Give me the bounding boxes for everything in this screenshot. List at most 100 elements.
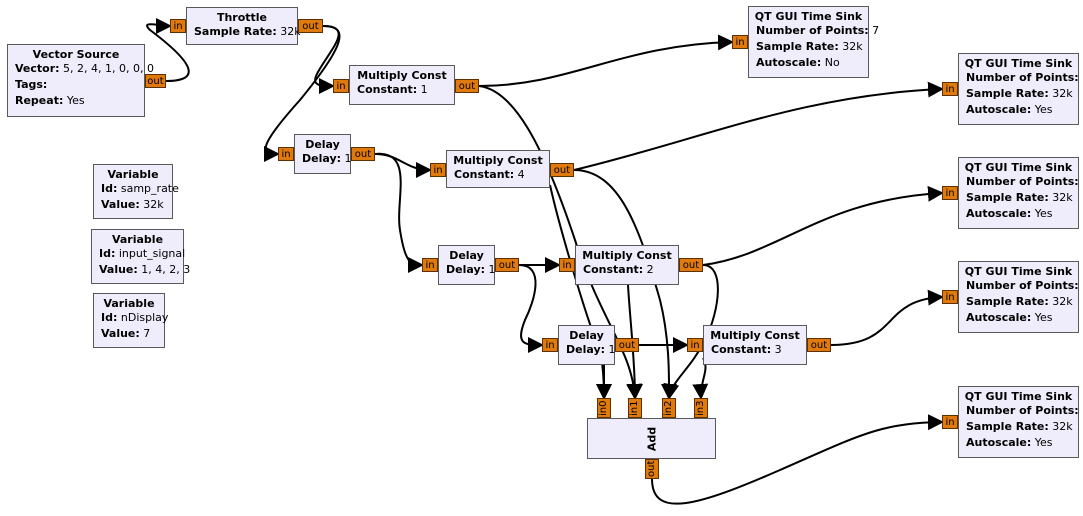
param-key: Autoscale: [966, 103, 1032, 116]
param-value: 7 [1079, 404, 1083, 417]
port-mult1-out[interactable]: out [455, 79, 479, 93]
param-key: Id: [101, 311, 118, 324]
param-value: 4 [514, 168, 525, 181]
block-param: Number of Points: 7 [959, 278, 1083, 294]
port-sink4-in[interactable]: in [942, 415, 958, 429]
port-mult2-in[interactable]: in [559, 258, 575, 272]
param-key: Sample Rate: [966, 420, 1049, 433]
block-title: QT GUI Time Sink [964, 265, 1073, 278]
port-mult3-out[interactable]: out [807, 338, 831, 352]
param-value: 5, 2, 4, 1, 0, 0, 0 [59, 62, 154, 75]
port-throttle-in[interactable]: in [170, 19, 186, 33]
block-param: Sample Rate: 32k [959, 419, 1078, 435]
port-add-out[interactable]: out [645, 459, 659, 479]
param-key: Number of Points: [966, 279, 1079, 292]
port-mult4-in[interactable]: in [430, 163, 446, 177]
block-param: Number of Points: 7 [959, 403, 1083, 419]
block-param: Vector: 5, 2, 4, 1, 0, 0, 0 [8, 61, 154, 77]
param-value: Yes [1031, 103, 1053, 116]
wire-mult4-to-sink1[interactable] [573, 81, 944, 171]
param-key: Sample Rate: [966, 87, 1049, 100]
port-mult1-in[interactable]: in [333, 79, 349, 93]
block-title: QT GUI Time Sink [964, 57, 1073, 70]
port-add-in0[interactable]: in0 [597, 398, 611, 418]
block-title: Throttle [216, 11, 268, 24]
port-delay2-in[interactable]: in [422, 258, 438, 272]
wire-mult2-to-sink2[interactable] [702, 185, 944, 266]
wire-mult1-to-add-in1[interactable] [478, 85, 643, 400]
port-vector-out[interactable]: out [145, 74, 166, 88]
port-delay3-out[interactable]: out [615, 338, 639, 352]
param-key: Number of Points: [966, 175, 1079, 188]
port-add-in2[interactable]: in2 [662, 398, 676, 418]
port-sink1-in[interactable]: in [942, 82, 958, 96]
param-key: Number of Points: [966, 71, 1079, 84]
port-delay3-in[interactable]: in [542, 338, 558, 352]
block-param: Sample Rate: 32k [749, 39, 868, 55]
block-add[interactable]: Add [587, 418, 716, 459]
port-mult3-in[interactable]: in [687, 338, 703, 352]
port-delay1-in[interactable]: in [278, 147, 294, 161]
param-value: 32k [1048, 87, 1073, 100]
param-value: 32k [276, 25, 301, 38]
param-value: 1 [341, 152, 352, 165]
param-value: Yes [1031, 311, 1053, 324]
wire-mult1-to-sinktop[interactable] [478, 34, 734, 87]
param-key: Delay: [446, 263, 486, 276]
wire-add-to-sink4[interactable] [651, 414, 944, 505]
block-param: Delay: 1 [439, 262, 496, 278]
block-param: Value: 1, 4, 2, 3 [92, 262, 190, 278]
param-key: Constant: [357, 83, 418, 96]
block-param: Delay: 1 [295, 151, 352, 167]
wire-throttle-to-delay1[interactable] [263, 25, 341, 162]
param-key: Sample Rate: [966, 295, 1049, 308]
port-throttle-out[interactable]: out [298, 19, 323, 33]
wire-delay1-to-mult4[interactable] [374, 153, 432, 178]
param-key: Delay: [302, 152, 342, 165]
port-sinktop-in[interactable]: in [732, 35, 748, 49]
port-delay2-out[interactable]: out [495, 258, 519, 272]
wire-vector-to-throttle[interactable] [146, 17, 190, 82]
port-sink2-in[interactable]: in [942, 186, 958, 200]
param-key: Autoscale: [966, 436, 1032, 449]
wire-mult4-to-add-in0[interactable] [549, 184, 612, 400]
wire-mult3-to-sink3[interactable] [830, 289, 944, 346]
wire-mult4-to-add-in2[interactable] [573, 169, 678, 400]
param-key: Autoscale: [966, 207, 1032, 220]
param-value: 1 [605, 343, 616, 356]
port-add-in1[interactable]: in1 [628, 398, 642, 418]
port-mult4-out[interactable]: out [550, 163, 574, 177]
wire-delay2-to-delay3[interactable] [518, 264, 544, 353]
param-key: Number of Points: [756, 24, 869, 37]
port-add-in3[interactable]: in3 [694, 398, 708, 418]
block-param: Sample Rate: 32k [959, 190, 1078, 206]
port-mult2-out[interactable]: out [679, 258, 703, 272]
block-title: Delay [569, 329, 604, 342]
param-value: 3 [771, 343, 782, 356]
port-delay1-out[interactable]: out [351, 147, 375, 161]
block-title: QT GUI Time Sink [964, 161, 1073, 174]
param-key: Sample Rate: [966, 191, 1049, 204]
param-value: 32k [1048, 420, 1073, 433]
wire-delay1-to-delay2[interactable] [374, 152, 424, 273]
block-param: Autoscale: Yes [959, 102, 1078, 118]
param-value: 1, 4, 2, 3 [137, 263, 191, 276]
port-sink3-in[interactable]: in [942, 290, 958, 304]
